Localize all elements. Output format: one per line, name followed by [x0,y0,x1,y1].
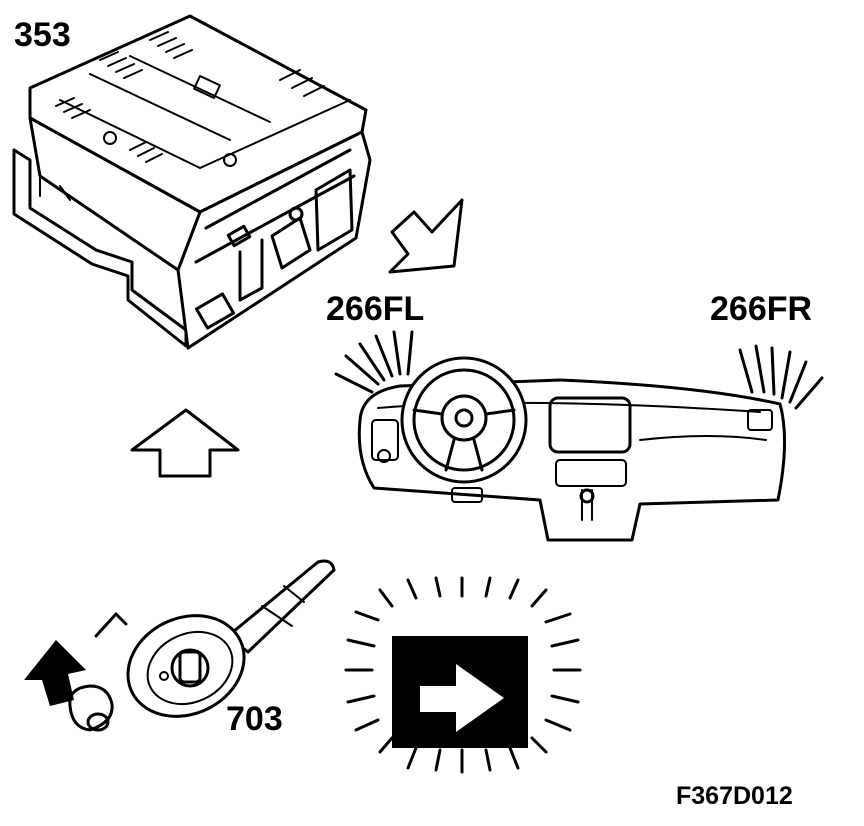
label-speaker-front-right: 266FR [710,290,813,328]
dashboard-drawing [336,332,822,540]
label-speaker-front-left: 266FL [326,290,425,328]
solid-arrow-up [24,640,86,706]
figure-code: F367D012 [676,782,793,810]
turn-indicator-symbol [346,578,580,772]
hollow-arrow-diagonal [390,200,462,272]
label-turn-signal-switch: 703 [226,700,283,738]
stalk-switch-drawing [70,561,334,735]
label-radio-unit: 353 [14,16,71,54]
radio-unit-drawing [14,16,370,348]
hollow-arrow-up [132,410,238,476]
